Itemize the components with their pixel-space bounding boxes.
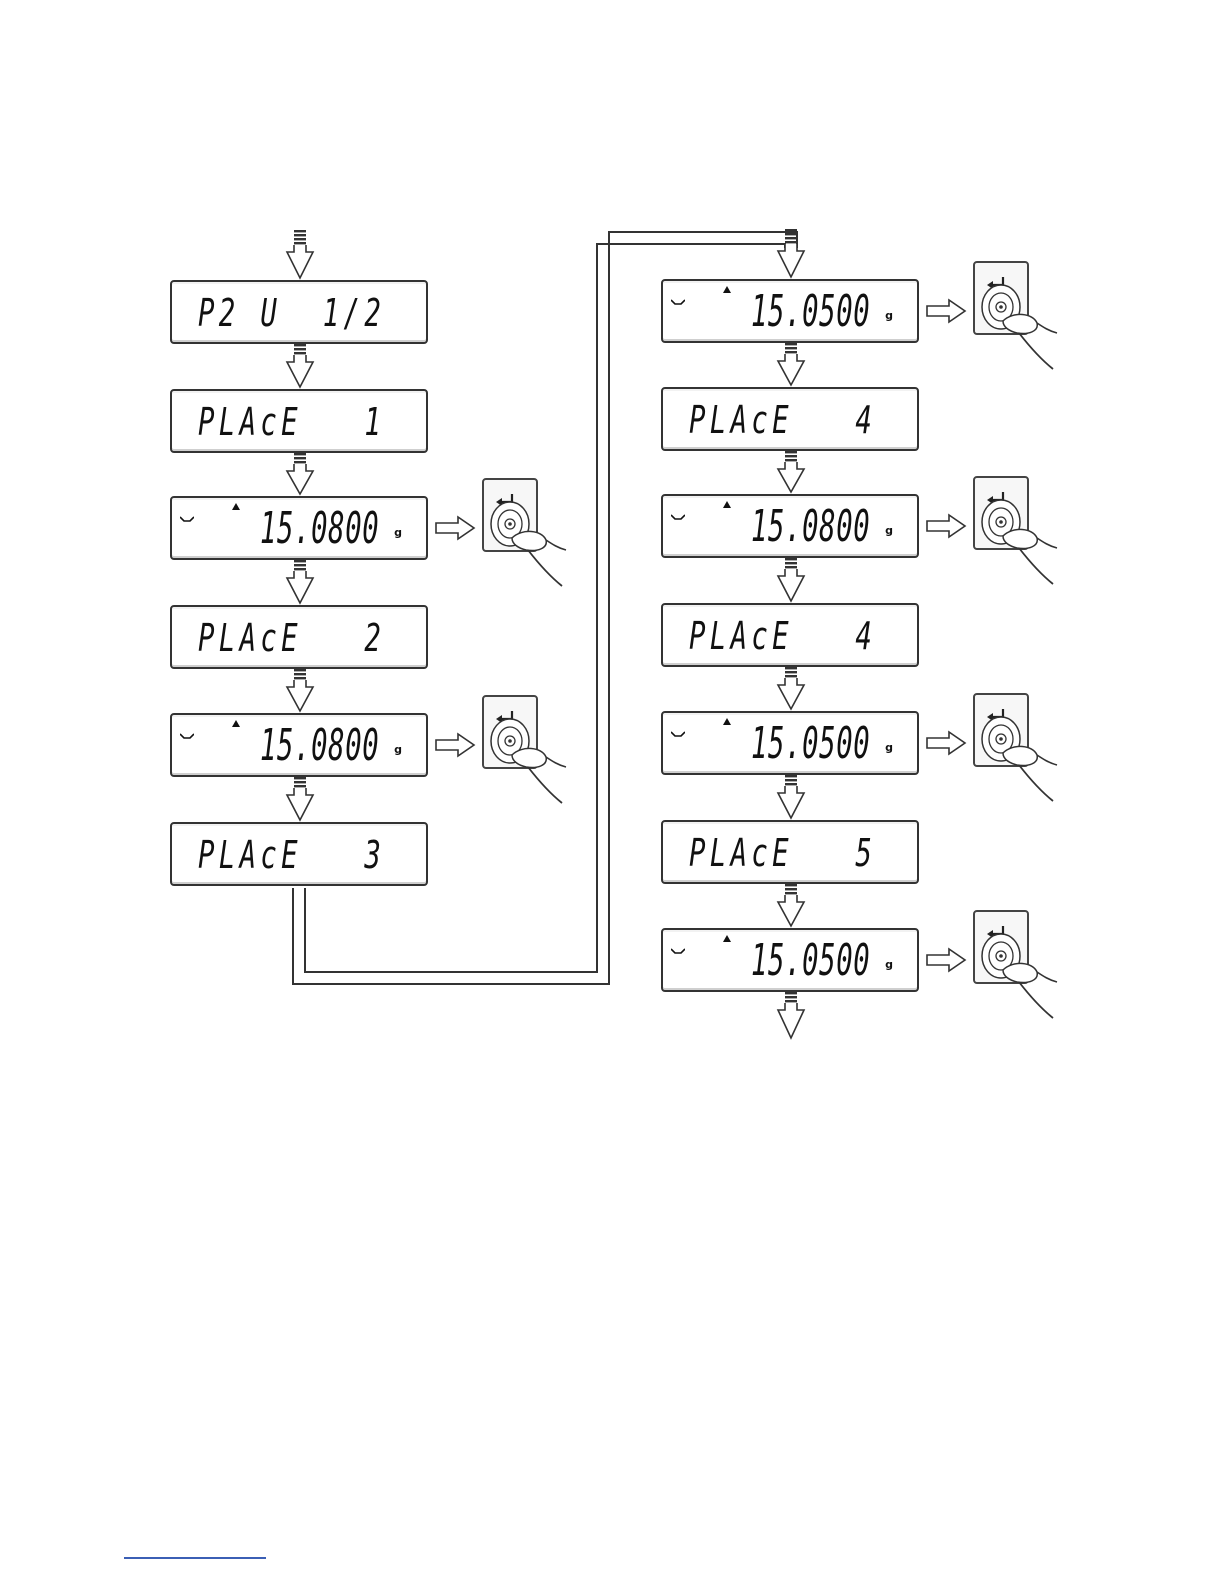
net-indicator-icon xyxy=(232,503,240,510)
lcd-message-text: PLAcE 4 xyxy=(689,397,876,443)
right-arrow-icon xyxy=(927,732,965,754)
enter-key-press-icon xyxy=(973,693,1029,767)
weight-unit: g xyxy=(394,743,402,756)
weight-value: 15.0800 xyxy=(260,723,379,769)
net-indicator-icon xyxy=(723,718,731,725)
lcd-message-display: P2 U 1/2 xyxy=(170,280,428,344)
net-indicator-icon xyxy=(723,935,731,942)
stability-marker-icon xyxy=(671,948,685,954)
lcd-message-text: PLAcE 5 xyxy=(689,830,876,876)
lcd-weight-display: 15.0800 g xyxy=(170,496,428,560)
lcd-weight-display: 15.0800 g xyxy=(661,494,919,558)
lcd-weight-display: 15.0500 g xyxy=(661,711,919,775)
weight-unit: g xyxy=(394,526,402,539)
lcd-message-display: PLAcE 5 xyxy=(661,820,919,884)
enter-key-press-icon xyxy=(973,476,1029,550)
lcd-weight-display: 15.0800 g xyxy=(170,713,428,777)
stability-marker-icon xyxy=(180,733,194,739)
lcd-message-text: PLAcE 3 xyxy=(198,832,385,878)
weight-value: 15.0500 xyxy=(751,721,870,767)
net-indicator-icon xyxy=(723,286,731,293)
down-arrow-icon xyxy=(778,663,804,709)
exit-arrow-icon xyxy=(778,988,804,1038)
lcd-message-display: PLAcE 4 xyxy=(661,387,919,451)
down-arrow-icon xyxy=(778,339,804,385)
down-arrow-icon xyxy=(778,447,804,492)
lcd-message-display: PLAcE 2 xyxy=(170,605,428,669)
net-indicator-icon xyxy=(232,720,240,727)
lcd-message-text: PLAcE 4 xyxy=(689,613,876,659)
net-indicator-icon xyxy=(723,501,731,508)
weight-unit: g xyxy=(885,958,893,971)
lcd-message-display: PLAcE 1 xyxy=(170,389,428,453)
down-arrow-icon xyxy=(778,771,804,818)
lcd-message-display: PLAcE 4 xyxy=(661,603,919,667)
down-arrow-icon xyxy=(287,665,313,711)
lcd-message-text: P2 U 1/2 xyxy=(198,290,385,336)
stability-marker-icon xyxy=(671,299,685,305)
lcd-message-display: PLAcE 3 xyxy=(170,822,428,886)
weight-value: 15.0500 xyxy=(751,938,870,984)
lcd-weight-display: 15.0500 g xyxy=(661,928,919,992)
right-arrow-icon xyxy=(927,300,965,322)
weight-value: 15.0500 xyxy=(751,289,870,335)
lcd-message-text: PLAcE 1 xyxy=(198,399,385,445)
left_column-entry-arrow xyxy=(287,230,313,278)
enter-key-press-icon xyxy=(973,910,1029,984)
weight-unit: g xyxy=(885,741,893,754)
down-arrow-icon xyxy=(287,449,313,494)
footnote-rule xyxy=(124,1557,266,1559)
enter-key-press-icon xyxy=(482,478,538,552)
right-arrow-icon xyxy=(927,949,965,971)
right-arrow-icon xyxy=(436,517,474,539)
weight-value: 15.0800 xyxy=(751,504,870,550)
right-arrow-icon xyxy=(436,734,474,756)
down-arrow-icon xyxy=(287,340,313,387)
down-arrow-icon xyxy=(778,554,804,601)
weight-value: 15.0800 xyxy=(260,506,379,552)
lcd-weight-display: 15.0500 g xyxy=(661,279,919,343)
stability-marker-icon xyxy=(180,516,194,522)
stability-marker-icon xyxy=(671,514,685,520)
down-arrow-icon xyxy=(778,880,804,926)
enter-key-press-icon xyxy=(973,261,1029,335)
right_column-entry-arrow xyxy=(778,229,804,277)
right-arrow-icon xyxy=(927,515,965,537)
down-arrow-icon xyxy=(287,773,313,820)
lcd-message-text: PLAcE 2 xyxy=(198,615,385,661)
weight-unit: g xyxy=(885,524,893,537)
down-arrow-icon xyxy=(287,556,313,603)
enter-key-press-icon xyxy=(482,695,538,769)
stability-marker-icon xyxy=(671,731,685,737)
weight-unit: g xyxy=(885,309,893,322)
